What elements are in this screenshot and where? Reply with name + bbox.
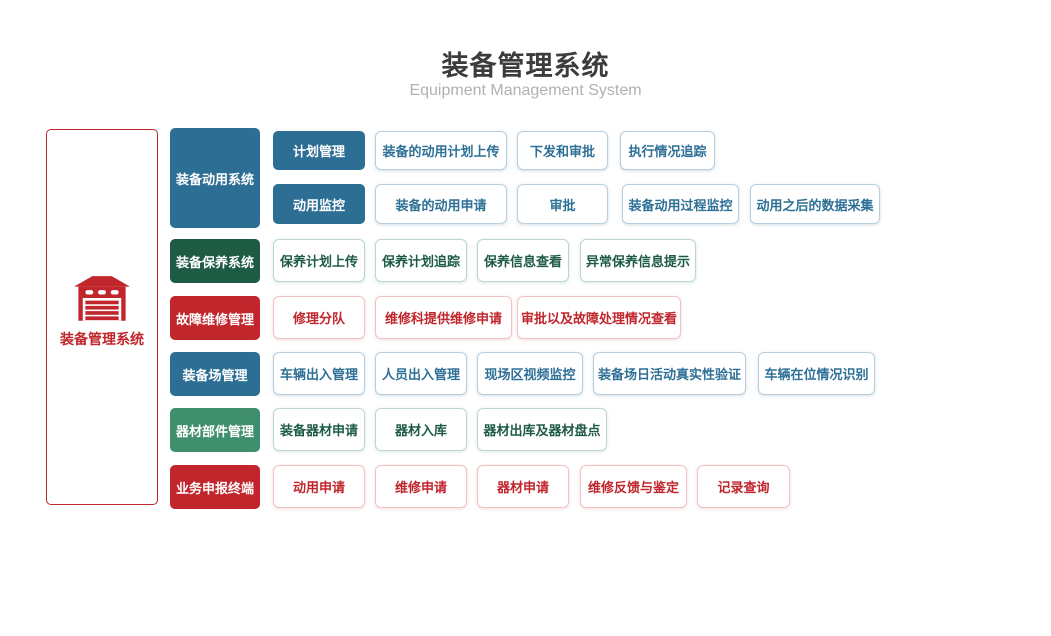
- btn-vehicle-presence-identification[interactable]: 车辆在位情况识别: [758, 352, 875, 395]
- module-fault-repair-management[interactable]: 故障维修管理: [170, 296, 260, 340]
- btn-maintenance-plan-tracking[interactable]: 保养计划追踪: [375, 239, 467, 282]
- page-subtitle: Equipment Management System: [409, 82, 642, 99]
- btn-maintenance-plan-upload[interactable]: 保养计划上传: [273, 239, 365, 282]
- btn-material-inbound[interactable]: 器材入库: [375, 408, 467, 451]
- page-title: 装备管理系统: [441, 51, 610, 81]
- btn-repair-request[interactable]: 维修申请: [375, 465, 467, 508]
- btn-repair-dept-application[interactable]: 维修科提供维修申请: [375, 296, 512, 339]
- btn-mobilization-request[interactable]: 动用申请: [273, 465, 365, 508]
- btn-site-video-surveillance[interactable]: 现场区视频监控: [477, 352, 583, 395]
- btn-abnormal-maintenance-alert[interactable]: 异常保养信息提示: [580, 239, 696, 282]
- btn-post-mobilization-data-collection[interactable]: 动用之后的数据采集: [750, 184, 880, 224]
- btn-issue-and-approval[interactable]: 下发和审批: [517, 131, 608, 170]
- module-equipment-maintenance-system[interactable]: 装备保养系统: [170, 239, 260, 283]
- module-equipment-yard-management[interactable]: 装备场管理: [170, 352, 260, 396]
- btn-material-request[interactable]: 器材申请: [477, 465, 569, 508]
- btn-execution-tracking[interactable]: 执行情况追踪: [620, 131, 715, 170]
- module-parts-material-management[interactable]: 器材部件管理: [170, 408, 260, 452]
- root-node-label: 装备管理系统: [60, 331, 144, 347]
- btn-mobilization-application[interactable]: 装备的动用申请: [375, 184, 507, 224]
- btn-approval[interactable]: 审批: [517, 184, 608, 224]
- btn-material-outbound-and-inventory[interactable]: 器材出库及器材盘点: [477, 408, 607, 451]
- btn-vehicle-access-management[interactable]: 车辆出入管理: [273, 352, 365, 395]
- garage-depot-icon: [74, 275, 130, 321]
- group-mobilization-monitoring[interactable]: 动用监控: [273, 184, 365, 224]
- btn-record-query[interactable]: 记录查询: [697, 465, 790, 508]
- btn-approval-and-fault-handling-view[interactable]: 审批以及故障处理情况查看: [517, 296, 681, 339]
- btn-personnel-access-management[interactable]: 人员出入管理: [375, 352, 467, 395]
- btn-mobilization-plan-upload[interactable]: 装备的动用计划上传: [375, 131, 507, 170]
- btn-repair-team[interactable]: 修理分队: [273, 296, 365, 339]
- root-node-equipment-management-system[interactable]: 装备管理系统: [46, 129, 158, 505]
- btn-yard-activity-authenticity-verification[interactable]: 装备场日活动真实性验证: [593, 352, 746, 395]
- module-equipment-mobilization-system[interactable]: 装备动用系统: [170, 128, 260, 228]
- module-business-declaration-terminal[interactable]: 业务申报终端: [170, 465, 260, 509]
- btn-repair-feedback-appraisal[interactable]: 维修反馈与鉴定: [580, 465, 687, 508]
- btn-mobilization-process-monitoring[interactable]: 装备动用过程监控: [622, 184, 739, 224]
- btn-equipment-material-application[interactable]: 装备器材申请: [273, 408, 365, 451]
- btn-maintenance-info-view[interactable]: 保养信息查看: [477, 239, 569, 282]
- group-plan-management[interactable]: 计划管理: [273, 131, 365, 170]
